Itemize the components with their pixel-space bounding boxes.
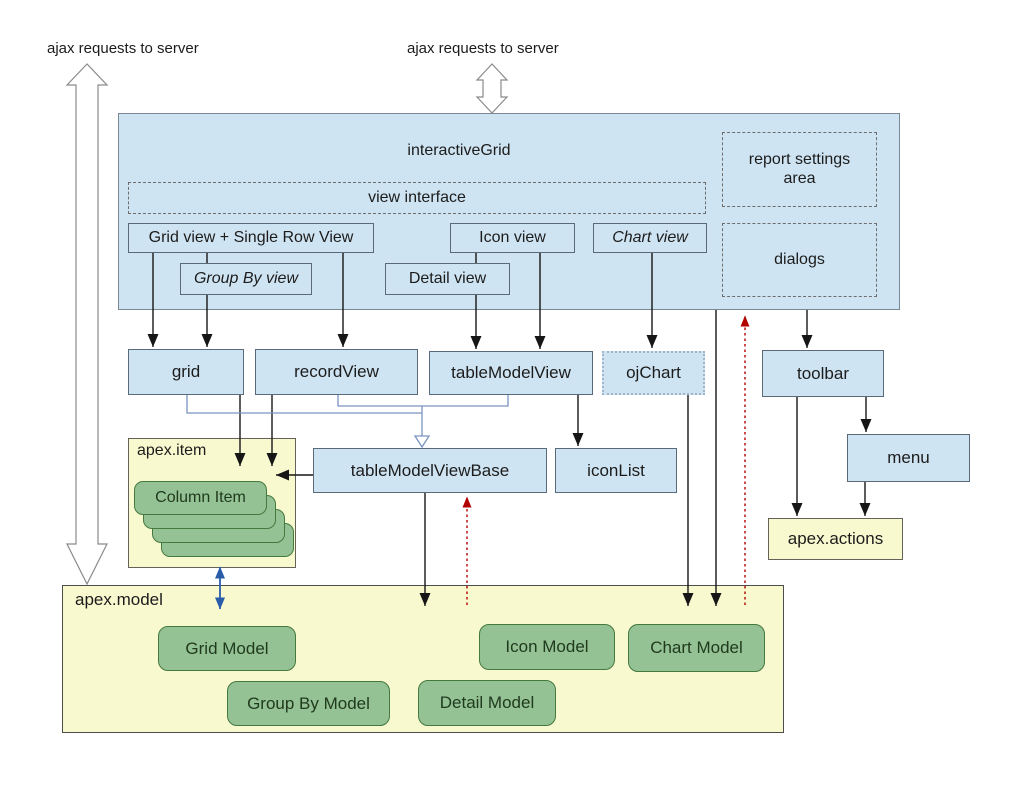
grid-model-box: Grid Model (158, 626, 296, 671)
icon-list-box: iconList (555, 448, 677, 493)
chart-model-box: Chart Model (628, 624, 765, 672)
table-model-view-widget-box: tableModelView (429, 351, 593, 395)
apex-model-title: apex.model (75, 590, 163, 609)
record-view-widget-box: recordView (255, 349, 418, 395)
toolbar-widget-box: toolbar (762, 350, 884, 397)
detail-view-box: Detail view (385, 263, 510, 295)
column-item-card: Column Item (134, 481, 267, 515)
icon-model-box: Icon Model (479, 624, 615, 670)
ajax-center-double-arrow (475, 63, 509, 114)
grid-widget-box: grid (128, 349, 244, 395)
group-by-view-box: Group By view (180, 263, 312, 295)
group-by-model-box: Group By Model (227, 681, 390, 726)
oj-chart-widget-box: ojChart (602, 351, 705, 395)
ajax-left-label: ajax requests to server (47, 40, 199, 57)
detail-model-box: Detail Model (418, 680, 556, 726)
apex-item-title: apex.item (137, 442, 207, 459)
grid-single-row-view-box: Grid view + Single Row View (128, 223, 374, 253)
chart-view-box: Chart view (593, 223, 707, 253)
apex-actions-box: apex.actions (768, 518, 903, 560)
inheritance-bracket-grid (186, 395, 422, 414)
report-settings-area-box: report settings area (722, 132, 877, 207)
interactive-grid-title: interactiveGrid (407, 142, 511, 159)
menu-box: menu (847, 434, 970, 482)
inheritance-bracket-recordview-tablemodelview (337, 395, 509, 407)
table-model-view-base-box: tableModelViewBase (313, 448, 547, 493)
inheritance-hollow-triangle (413, 435, 431, 449)
dialogs-box: dialogs (722, 223, 877, 297)
view-interface-box: view interface (128, 182, 706, 214)
icon-view-box: Icon view (450, 223, 575, 253)
ajax-left-double-arrow (65, 63, 109, 586)
ajax-center-label: ajax requests to server (407, 40, 559, 57)
